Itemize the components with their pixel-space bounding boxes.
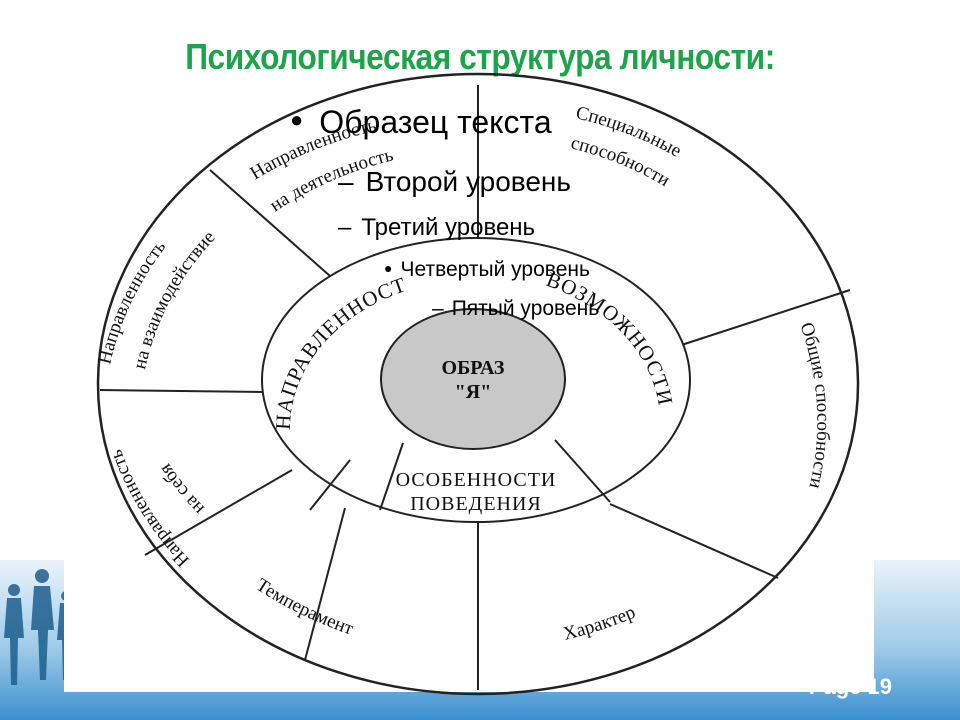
svg-text:Темперамент: Темперамент [252,575,357,640]
placeholder-level4[interactable]: ● Четвертый уровень [384,258,590,282]
slide-title: Психологическая структура личности: [185,36,775,77]
placeholder-level2-text: Второй уровень [365,166,571,197]
svg-text:на себя: на себя [155,460,209,519]
placeholder-level3[interactable]: –Третий уровень [338,214,535,242]
bullet-dash-icon: – [338,166,354,197]
center-label-line2: "Я" [455,381,492,403]
svg-text:Характер: Характер [561,602,638,645]
sector-temperament-label: Темперамент [252,575,357,640]
placeholder-level5-text: Пятый уровень [451,297,600,320]
placeholder-level1-text: Образец текста [319,104,552,140]
center-label-line1: ОБРАЗ [442,357,505,379]
sector-harakter-label: Характер [561,602,638,645]
outer-ring [96,72,860,696]
bullet-dash-icon: – [338,214,352,241]
placeholder-level3-text: Третий уровень [361,214,536,241]
bullet-dot-icon: ● [384,260,393,276]
page-number: Page 19 [808,674,892,699]
middle-ring-bottom-line1: ОСОБЕННОСТИ [396,469,557,491]
svg-text:Общие способности: Общие способности [795,320,833,491]
sector-dividers [99,85,851,690]
placeholder-level4-text: Четвертый уровень [400,258,590,281]
center-circle [380,308,566,450]
bullet-dash-icon: – [432,297,444,320]
sector-sebya-line2: на себя [155,460,209,519]
sector-obshie-label: Общие способности [795,320,833,491]
middle-ring-bottom-line2: ПОВЕДЕНИЯ [410,493,542,515]
placeholder-level2[interactable]: –Второй уровень [338,166,571,198]
svg-text:на взаимодействие: на взаимодействие [129,227,219,371]
bullet-dot-icon: ● [290,107,304,132]
sector-vzaim-line2: на взаимодействие [129,227,219,371]
placeholder-level5[interactable]: –Пятый уровень [432,297,599,321]
placeholder-level1[interactable]: ● Образец текста [290,104,552,141]
